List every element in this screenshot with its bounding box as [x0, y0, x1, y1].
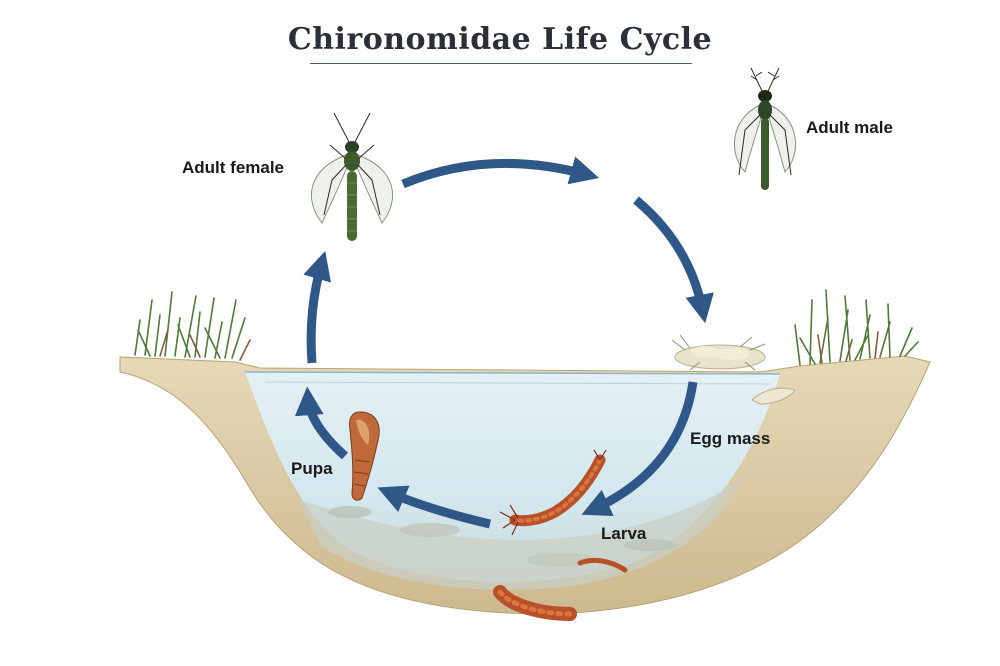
pupa-icon [349, 411, 380, 501]
pond-basin [119, 355, 931, 615]
arrow-egg-to-larva [581, 381, 698, 516]
arrow-larva-to-pupa [377, 485, 492, 529]
grass-tuft-icon [134, 291, 251, 361]
adult-female-midge-icon [310, 112, 394, 241]
water-surface [244, 371, 781, 375]
arrow-pupa-to-surface [294, 386, 348, 460]
title-underline [310, 63, 692, 64]
arrow-surface-to-female [303, 250, 331, 364]
egg-mass-icon [671, 334, 796, 405]
page-title: Chironomidae Life Cycle [287, 22, 713, 57]
adult-male-midge-icon [733, 67, 797, 190]
label-egg-mass: Egg mass [690, 429, 771, 448]
label-larva: Larva [601, 524, 647, 543]
cycle-arrows [294, 156, 714, 529]
label-adult-female: Adult female [182, 158, 285, 177]
label-pupa: Pupa [291, 459, 333, 478]
arrow-mid-to-egg [633, 196, 714, 324]
arrow-female-to-egg [401, 156, 600, 189]
grass-tuft-icon [794, 289, 919, 366]
larva-icon [493, 449, 628, 621]
label-adult-male: Adult male [806, 118, 893, 137]
